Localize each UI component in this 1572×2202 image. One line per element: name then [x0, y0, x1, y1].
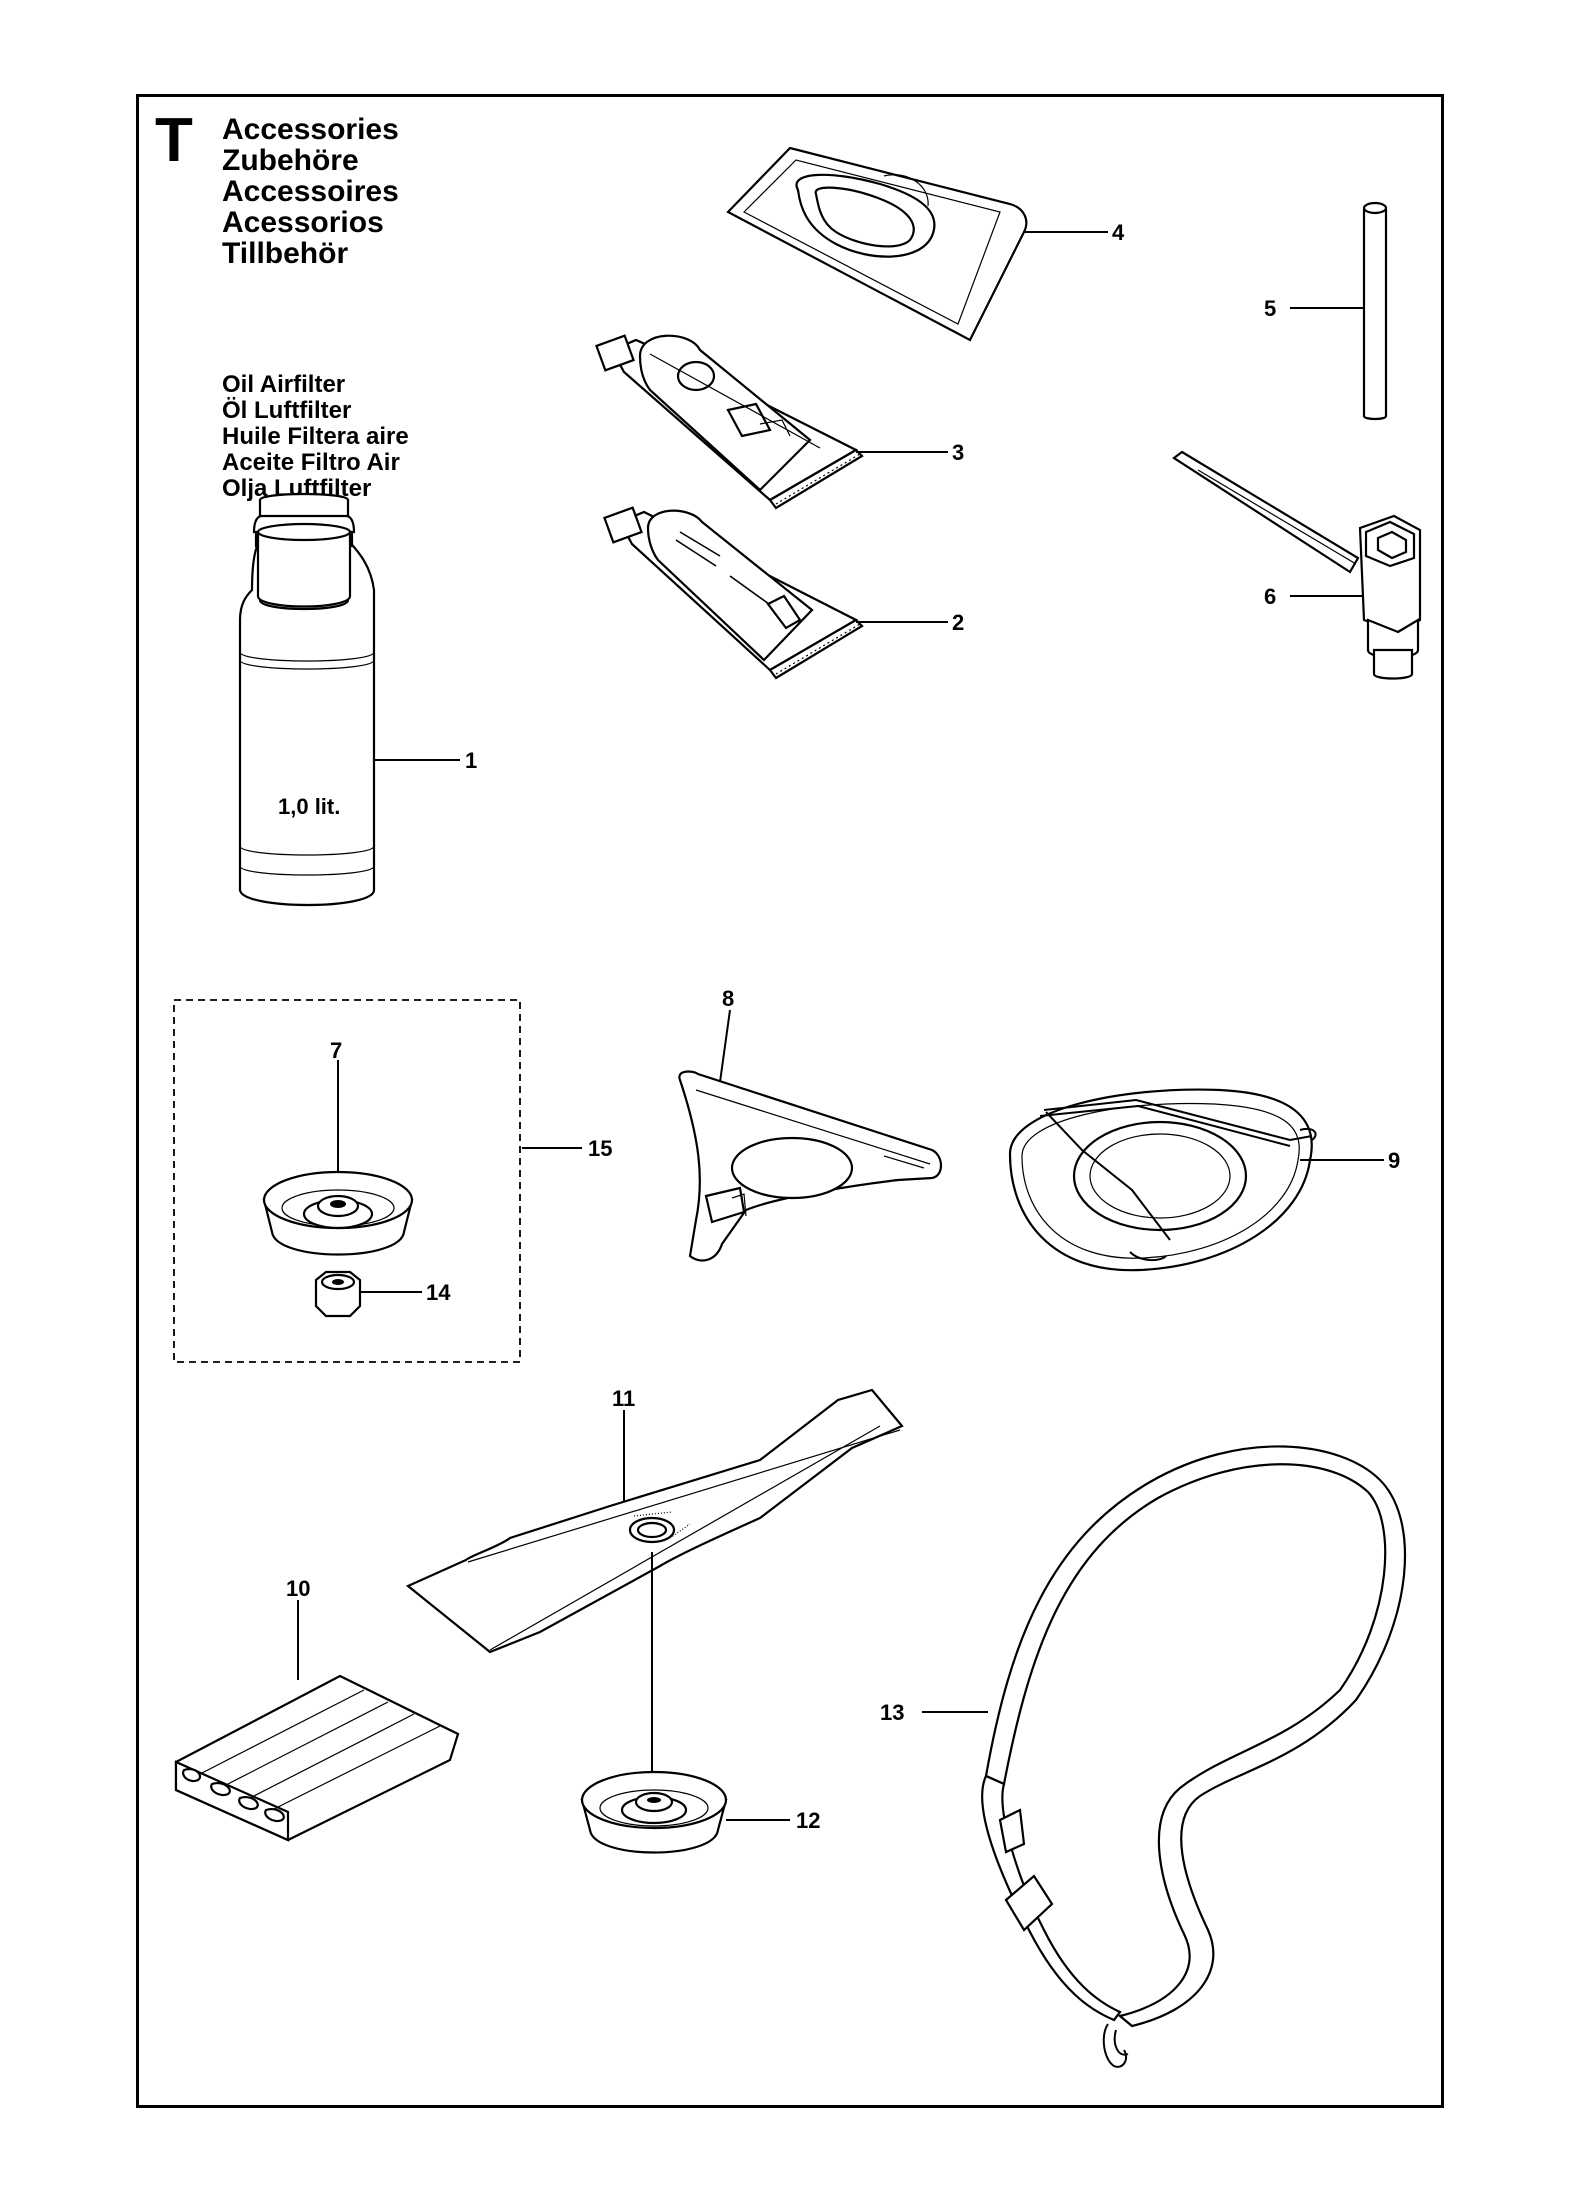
- grease-tube-small-illustration: [603, 506, 948, 680]
- grass-guard-illustration: [1008, 1088, 1384, 1272]
- section-letter: T: [155, 106, 193, 175]
- blade-cover-illustration: [174, 1600, 460, 1842]
- callout-5: 5: [1264, 296, 1277, 321]
- callout-13: 13: [880, 1700, 905, 1725]
- nut-illustration: [314, 1270, 422, 1318]
- support-cup-lower-illustration: [580, 1552, 790, 1854]
- title-line-de: Zubehöre: [222, 144, 359, 177]
- title-block: Accessories Zubehöre Accessoires Acessor…: [222, 114, 399, 269]
- callout-2: 2: [952, 610, 965, 635]
- callout-6: 6: [1264, 584, 1277, 609]
- diagram-frame: [136, 94, 1444, 2108]
- callout-4: 4: [1112, 220, 1125, 245]
- grease-tube-large-illustration: [595, 334, 948, 510]
- title-line-es: Acessorios: [222, 206, 384, 239]
- callout-15: 15: [588, 1136, 613, 1161]
- callout-14: 14: [426, 1280, 451, 1305]
- callout-9: 9: [1388, 1148, 1401, 1173]
- callout-7: 7: [330, 1038, 343, 1063]
- callout-10: 10: [286, 1576, 311, 1601]
- carry-bag-illustration: [726, 146, 1108, 342]
- oil-line-de: Öl Luftfilter: [222, 397, 352, 424]
- combination-spanner-illustration: [1172, 450, 1422, 680]
- guard-plate-illustration: [678, 1009, 943, 1262]
- oil-bottle-illustration: [238, 492, 460, 907]
- title-line-fr: Accessoires: [222, 175, 399, 208]
- callout-11: 11: [612, 1386, 636, 1411]
- oil-line-en: Oil Airfilter: [222, 371, 346, 398]
- locking-pin-illustration: [1290, 201, 1388, 421]
- bottle-volume-label: 1,0 lit.: [278, 794, 341, 819]
- grass-blade-illustration: [405, 1388, 904, 1654]
- title-line-sv: Tillbehör: [222, 237, 349, 270]
- callout-1: 1: [465, 748, 478, 773]
- harness-strap-illustration: [922, 1445, 1407, 2068]
- callout-12: 12: [796, 1808, 821, 1833]
- oil-line-fr: Huile Filtera aire: [222, 423, 409, 450]
- support-cup-illustration: [262, 1060, 414, 1256]
- title-line-en: Accessories: [222, 113, 399, 146]
- callout-8: 8: [722, 986, 735, 1011]
- callout-3: 3: [952, 440, 965, 465]
- kit-group-box: [173, 999, 521, 1363]
- oil-caption: Oil Airfilter Öl Luftfilter Huile Filter…: [222, 372, 409, 502]
- oil-line-es: Aceite Filtro Air: [222, 449, 400, 476]
